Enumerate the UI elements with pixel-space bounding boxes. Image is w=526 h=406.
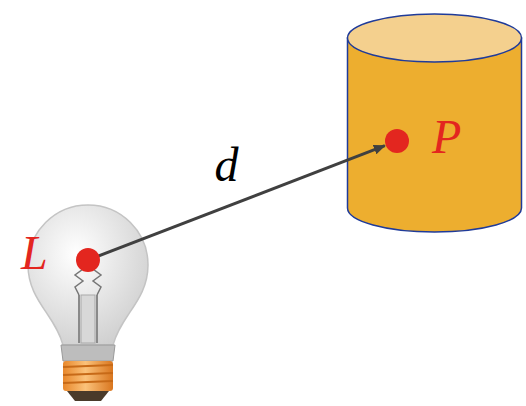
distance-label: d bbox=[215, 141, 239, 189]
cylinder-object: P bbox=[346, 10, 523, 235]
point-marker bbox=[346, 10, 523, 235]
point-label: P bbox=[432, 113, 461, 161]
point-label: L bbox=[21, 229, 48, 277]
point-marker bbox=[15, 195, 160, 406]
light-bulb-outline bbox=[15, 195, 160, 406]
light-bulb: L bbox=[15, 195, 160, 406]
